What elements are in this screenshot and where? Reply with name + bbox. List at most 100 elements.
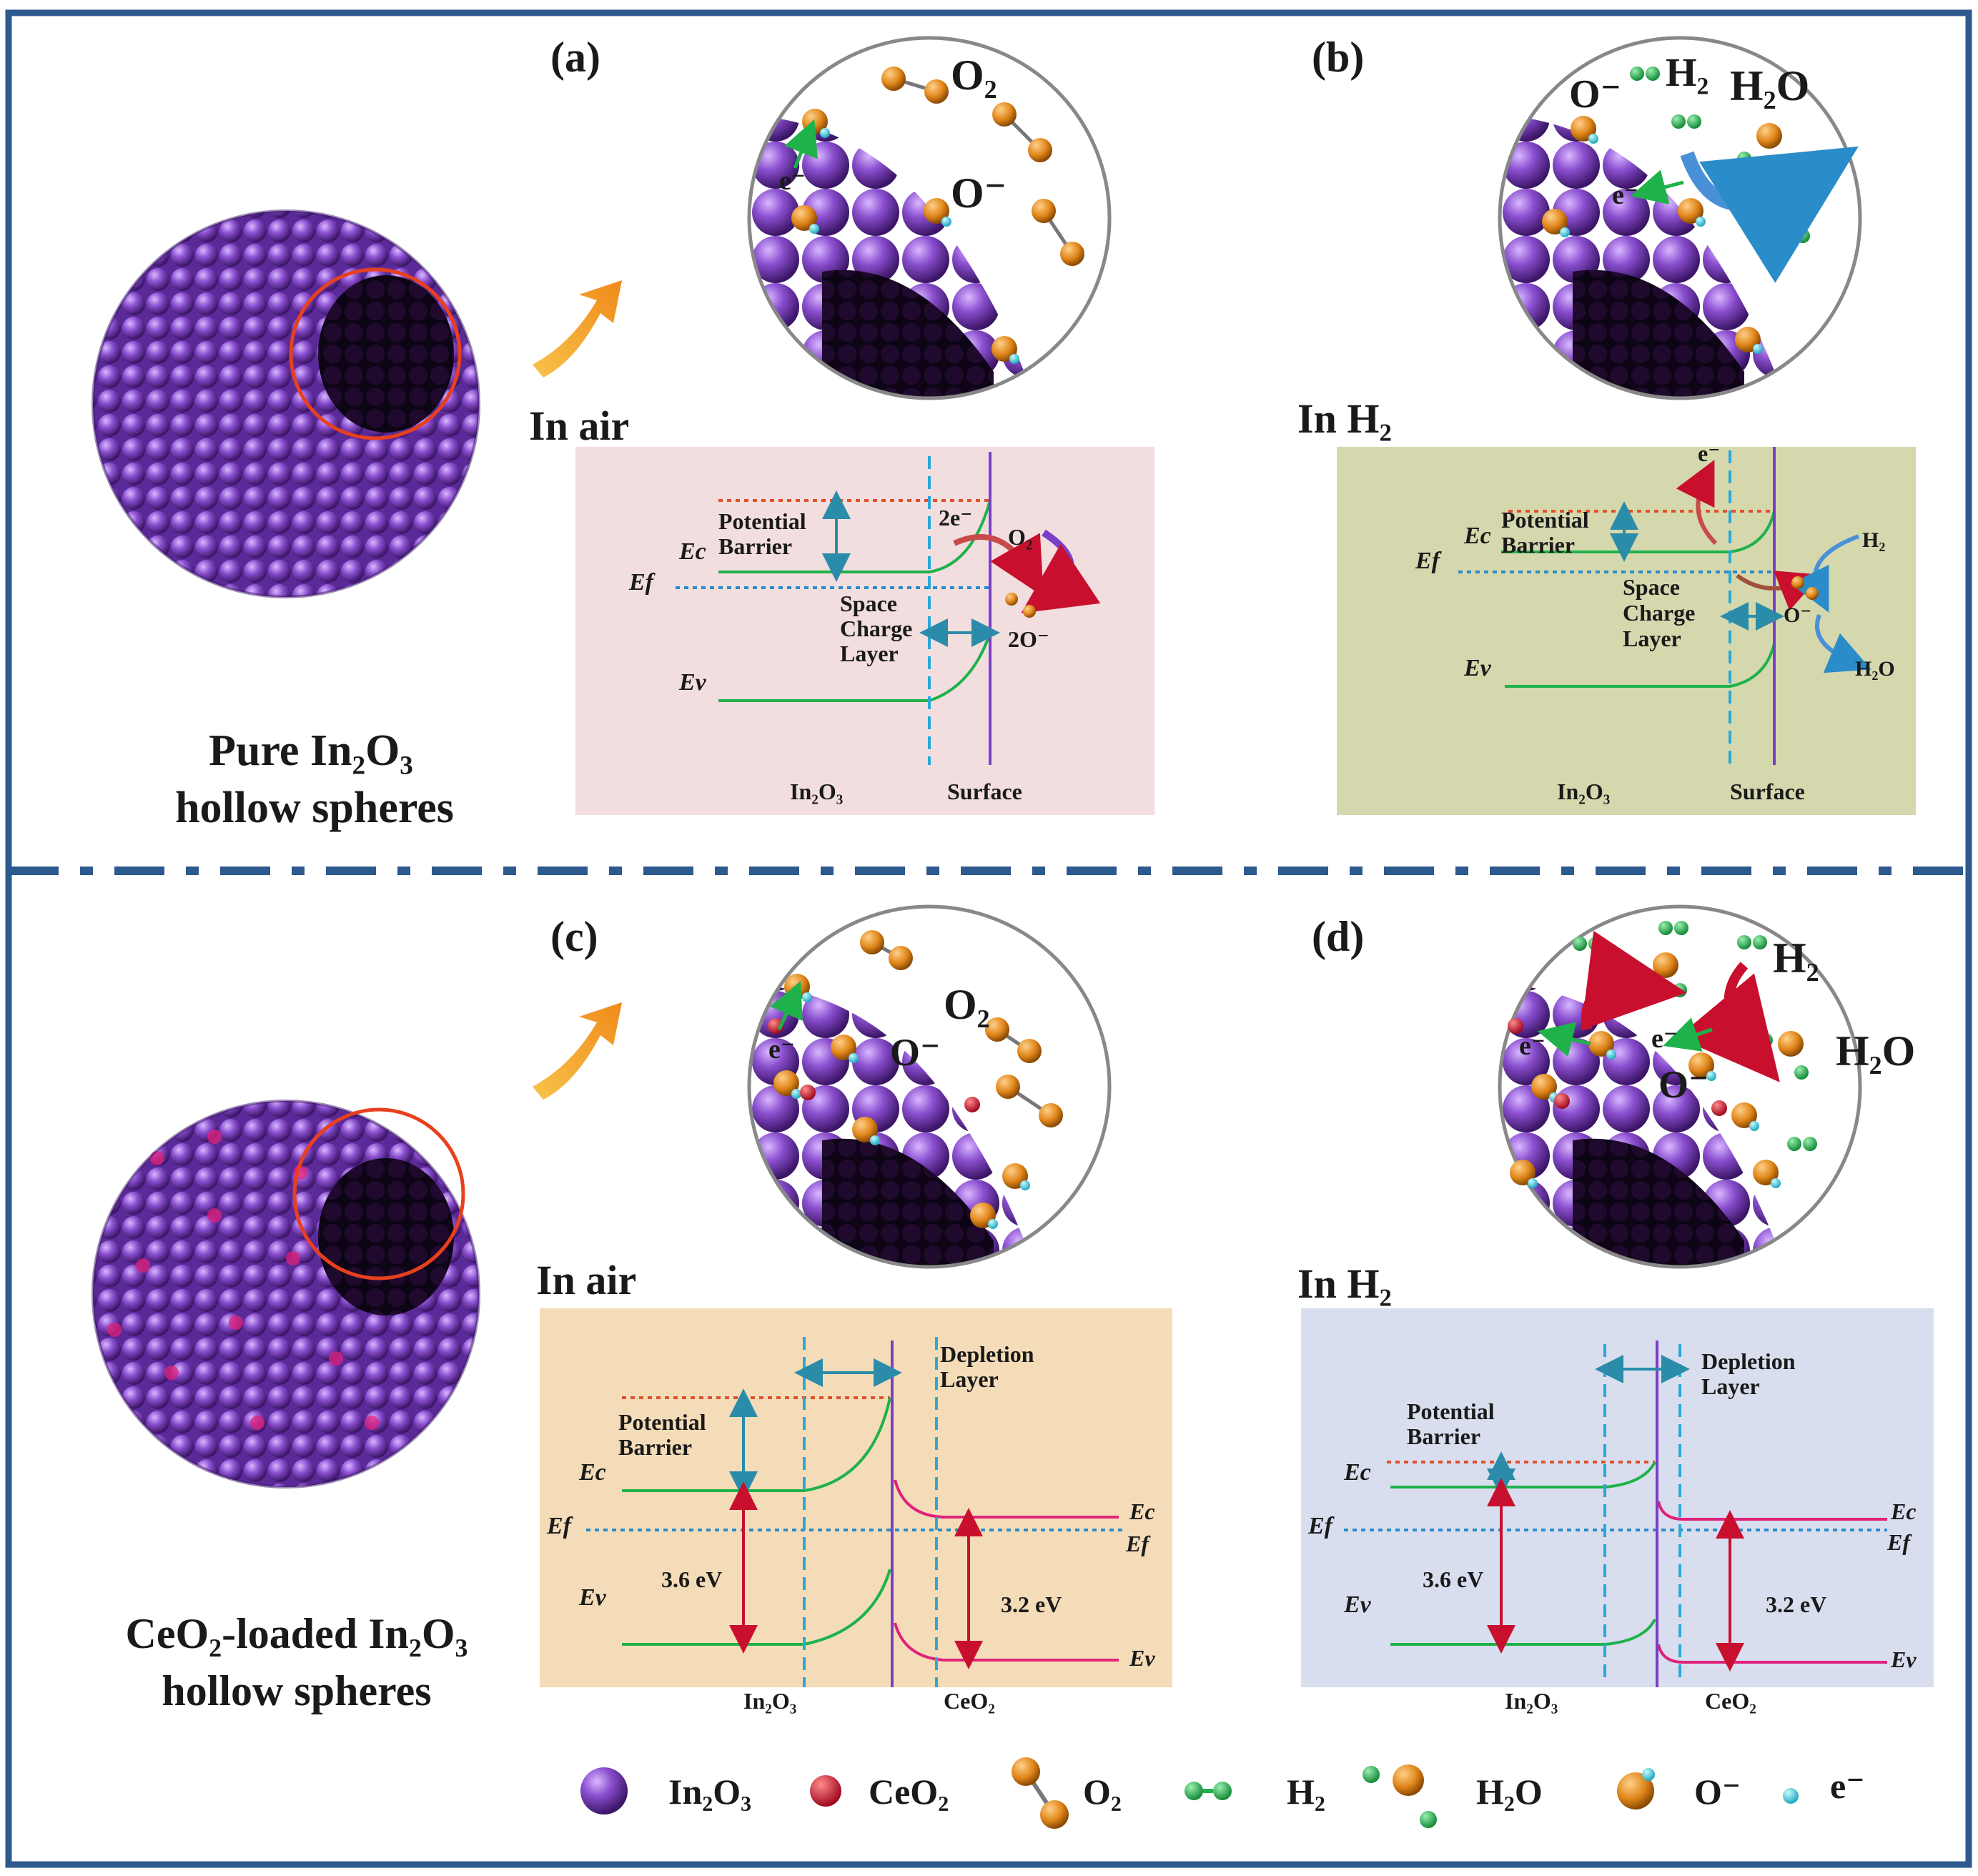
band-b-bottom-right: Surface xyxy=(1730,779,1805,804)
band-c-ef-right: Ef xyxy=(1125,1531,1151,1556)
adsorbed-o-minus xyxy=(1731,1102,1759,1131)
h2o-molecule-icon xyxy=(1363,1764,1437,1828)
adsorbed-o-minus xyxy=(1510,1160,1538,1188)
zoom-b-e-minus: e⁻ xyxy=(1612,180,1638,210)
band-a-2e: 2e⁻ xyxy=(939,505,972,530)
adsorbed-o-minus xyxy=(852,1117,880,1145)
band-d-ec-right: Ec xyxy=(1890,1499,1917,1524)
electron-icon xyxy=(1783,1788,1799,1804)
band-diagram-d: Ec Ef Ev Ec Ef Ev Potential Barrier Depl… xyxy=(1301,1308,1934,1714)
band-d-bottom-right: CeO₂ xyxy=(1705,1688,1756,1714)
zoom-d-e-minus-1: e⁻ xyxy=(1519,1031,1546,1061)
zoom-d-e-minus-2: e⁻ xyxy=(1651,1024,1678,1054)
band-a-barrier-2: Barrier xyxy=(718,533,792,559)
curved-arrow-bottom xyxy=(533,1002,622,1100)
band-b-ef: Ef xyxy=(1415,548,1443,574)
condition-d: In H₂ xyxy=(1297,1260,1392,1307)
legend-label-electron: e⁻ xyxy=(1830,1766,1865,1806)
zoom-b-h2o-label: H₂O xyxy=(1730,62,1809,109)
adsorbed-o-minus xyxy=(992,336,1019,364)
conduction-band xyxy=(718,500,992,573)
o-minus-pair xyxy=(1791,576,1819,600)
ceo2-valence-band xyxy=(1657,1644,1887,1664)
band-d-ef-right: Ef xyxy=(1886,1529,1912,1555)
legend-label-o-minus: O⁻ xyxy=(1694,1772,1741,1812)
band-c-bottom-right: CeO₂ xyxy=(944,1688,995,1714)
adsorbed-o-minus xyxy=(970,1203,998,1229)
panel-c-label: (c) xyxy=(550,913,598,960)
band-a-bottom-left: In₂O₃ xyxy=(790,779,843,804)
adsorbed-o-minus xyxy=(773,1070,801,1099)
band-b-h2: H₂ xyxy=(1862,528,1885,552)
valence-band xyxy=(1505,643,1776,688)
h2-molecule xyxy=(1737,935,1767,949)
zoom-d-o-minus-label: O⁻ xyxy=(1658,1063,1709,1106)
band-a-space-3: Layer xyxy=(840,641,899,666)
zoom-circle-b: O⁻ H₂ H₂O e⁻ xyxy=(1498,36,1862,400)
ceo2-conduction-band xyxy=(1657,1501,1887,1521)
band-c-barrier-2: Barrier xyxy=(618,1434,692,1460)
panel-b-label: (b) xyxy=(1312,34,1364,81)
h2-in-arrow xyxy=(1790,534,1860,613)
band-c-depletion-2: Layer xyxy=(940,1366,999,1392)
zoom-c-e-minus: e⁻ xyxy=(768,1035,795,1065)
band-d-ef: Ef xyxy=(1307,1513,1335,1539)
adsorbed-o-minus xyxy=(1588,1031,1616,1060)
band-diagram-b: e⁻ Ec Ef Ev Potential Barrier Space Char… xyxy=(1337,440,1916,815)
adsorbed-o-minus xyxy=(1753,1160,1781,1188)
band-c-ec-right: Ec xyxy=(1129,1499,1155,1524)
electron-release-arrow xyxy=(1537,1022,1591,1057)
sphere-caption-top-line2: hollow spheres xyxy=(175,784,454,832)
zoom-d-h2o-label: H₂O xyxy=(1836,1027,1915,1075)
ceo2-particle xyxy=(1508,1018,1727,1116)
adsorbed-o-minus xyxy=(1002,1163,1030,1190)
adsorbed-o-minus xyxy=(924,198,951,227)
h2-molecule xyxy=(1787,1137,1817,1151)
condition-c: In air xyxy=(536,1257,636,1303)
o-minus-icon xyxy=(1617,1768,1655,1810)
legend-label-o2: O₂ xyxy=(1083,1772,1122,1812)
band-d-depletion-1: Depletion xyxy=(1701,1348,1796,1374)
panel-a-label: (a) xyxy=(550,34,600,81)
adsorbed-o-minus xyxy=(1542,209,1570,237)
zoom-b-h2-label: H₂ xyxy=(1666,51,1709,95)
band-d-barrier-1: Potential xyxy=(1407,1398,1495,1424)
o2-reduction-arrow xyxy=(1021,529,1101,613)
band-a-o2: O₂ xyxy=(1008,524,1032,550)
highlight-circle xyxy=(292,1107,465,1280)
band-a-ec: Ec xyxy=(678,538,706,565)
electron-release-arrow xyxy=(1630,169,1684,204)
band-c-barrier-1: Potential xyxy=(618,1409,706,1435)
band-a-space-2: Charge xyxy=(840,616,912,641)
legend-label-ceo2: CeO₂ xyxy=(869,1772,949,1812)
adsorbed-o-minus xyxy=(791,205,819,234)
band-c-ef: Ef xyxy=(546,1513,574,1539)
band-d-ev: Ev xyxy=(1343,1591,1372,1618)
outer-frame xyxy=(5,9,1972,1868)
band-b-space-3: Layer xyxy=(1623,626,1681,651)
in2o3-conduction-band xyxy=(622,1397,891,1492)
band-a-ef: Ef xyxy=(628,569,656,596)
o2-molecule xyxy=(996,1075,1063,1127)
zoom-d-h2-label: H₂ xyxy=(1773,934,1819,982)
zoom-a-e-minus: e⁻ xyxy=(779,166,806,196)
o2-molecule xyxy=(992,102,1052,162)
zoom-circle-a: e⁻ O₂ O⁻ xyxy=(747,36,1112,400)
band-b-space-2: Charge xyxy=(1623,600,1695,626)
reaction-arrow xyxy=(1680,146,1859,283)
zoom-circle-d: H₂ H₂O O⁻ e⁻ e⁻ xyxy=(1498,904,1915,1269)
band-d-bottom-left: In₂O₃ xyxy=(1505,1688,1558,1714)
electron-transfer-arrow xyxy=(784,119,818,169)
band-c-depletion-1: Depletion xyxy=(940,1341,1034,1367)
electron-release-arrow xyxy=(1663,1017,1713,1052)
h2-molecule xyxy=(1671,114,1701,129)
band-b-space-1: Space xyxy=(1623,574,1680,600)
o2-molecule xyxy=(1032,199,1084,266)
o2-molecule xyxy=(985,1017,1042,1063)
in2o3-valence-band xyxy=(1390,1619,1656,1646)
electron-transfer-arrow xyxy=(770,981,803,1031)
band-b-barrier-2: Barrier xyxy=(1501,532,1575,558)
zoom-c-o2-label: O₂ xyxy=(944,981,990,1028)
ceo2-loaded-in2o3-sphere xyxy=(92,1100,480,1489)
in2o3-valence-band xyxy=(622,1569,891,1646)
